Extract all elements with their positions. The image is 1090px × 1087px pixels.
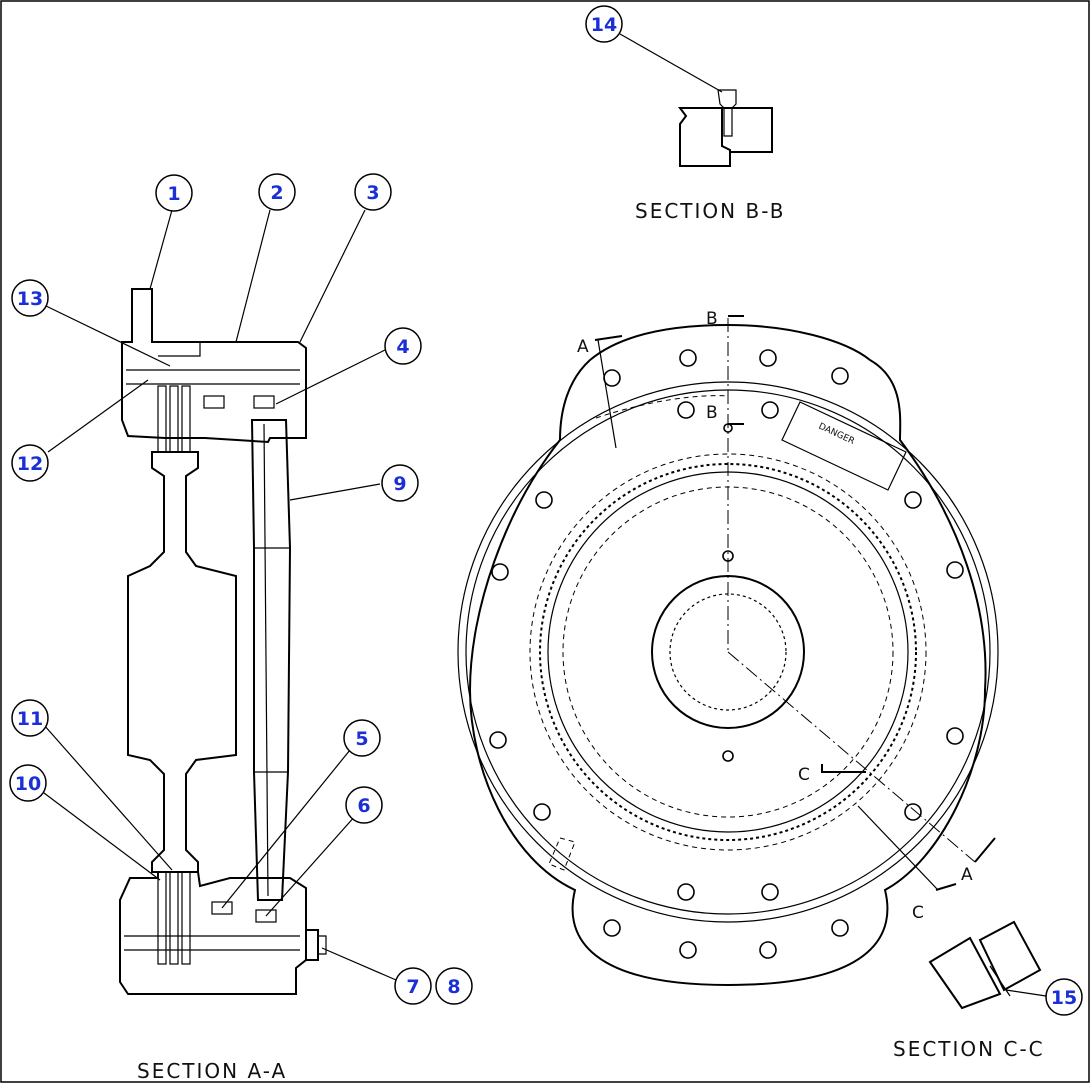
front-view-drawing <box>457 315 999 987</box>
callout-5[interactable]: 5 <box>343 719 381 757</box>
callout-7[interactable]: 7 <box>394 967 432 1005</box>
callout-3[interactable]: 3 <box>354 173 392 211</box>
callout-9[interactable]: 9 <box>381 464 419 502</box>
svg-text:14: 14 <box>591 14 617 36</box>
cut-letter-a-bottom: A <box>961 865 973 885</box>
cut-letter-b-top: B <box>706 309 718 329</box>
svg-text:5: 5 <box>355 728 368 750</box>
svg-text:13: 13 <box>17 288 43 310</box>
callout-4[interactable]: 4 <box>384 327 422 365</box>
svg-text:6: 6 <box>357 795 370 817</box>
section-cc-drawing <box>928 920 1047 1010</box>
section-aa-label: SECTION A-A <box>137 1059 287 1083</box>
leader-lines-aa <box>39 209 397 981</box>
cut-letter-b-mid: B <box>706 403 718 423</box>
callout-2[interactable]: 2 <box>258 173 296 211</box>
svg-text:10: 10 <box>15 773 41 795</box>
section-bb-label: SECTION B-B <box>635 199 785 223</box>
cut-letter-c-bottom: C <box>912 903 924 923</box>
callout-8[interactable]: 8 <box>435 967 473 1005</box>
callout-6[interactable]: 6 <box>345 786 383 824</box>
svg-text:15: 15 <box>1051 987 1077 1009</box>
svg-text:4: 4 <box>396 336 409 358</box>
svg-text:9: 9 <box>393 473 406 495</box>
callout-15[interactable]: 15 <box>1045 978 1083 1016</box>
svg-text:7: 7 <box>406 976 419 998</box>
cut-letter-a-top: A <box>577 337 589 357</box>
callout-14[interactable]: 14 <box>585 5 623 43</box>
callout-11[interactable]: 11 <box>11 699 49 737</box>
cut-letter-c-top: C <box>798 765 810 785</box>
callouts: 1 2 3 4 5 6 7 8 9 10 11 12 13 14 15 <box>9 5 1083 1016</box>
svg-text:2: 2 <box>270 182 283 204</box>
svg-text:11: 11 <box>17 708 43 730</box>
svg-text:1: 1 <box>167 183 180 205</box>
svg-text:12: 12 <box>17 453 43 475</box>
svg-text:8: 8 <box>447 976 460 998</box>
section-bb-drawing <box>619 33 773 167</box>
callout-1[interactable]: 1 <box>155 174 193 212</box>
callout-12[interactable]: 12 <box>11 444 49 482</box>
section-cc-label: SECTION C-C <box>893 1037 1045 1061</box>
callout-10[interactable]: 10 <box>9 764 47 802</box>
callout-13[interactable]: 13 <box>11 279 49 317</box>
svg-text:3: 3 <box>366 182 379 204</box>
section-aa-drawing <box>119 288 327 995</box>
